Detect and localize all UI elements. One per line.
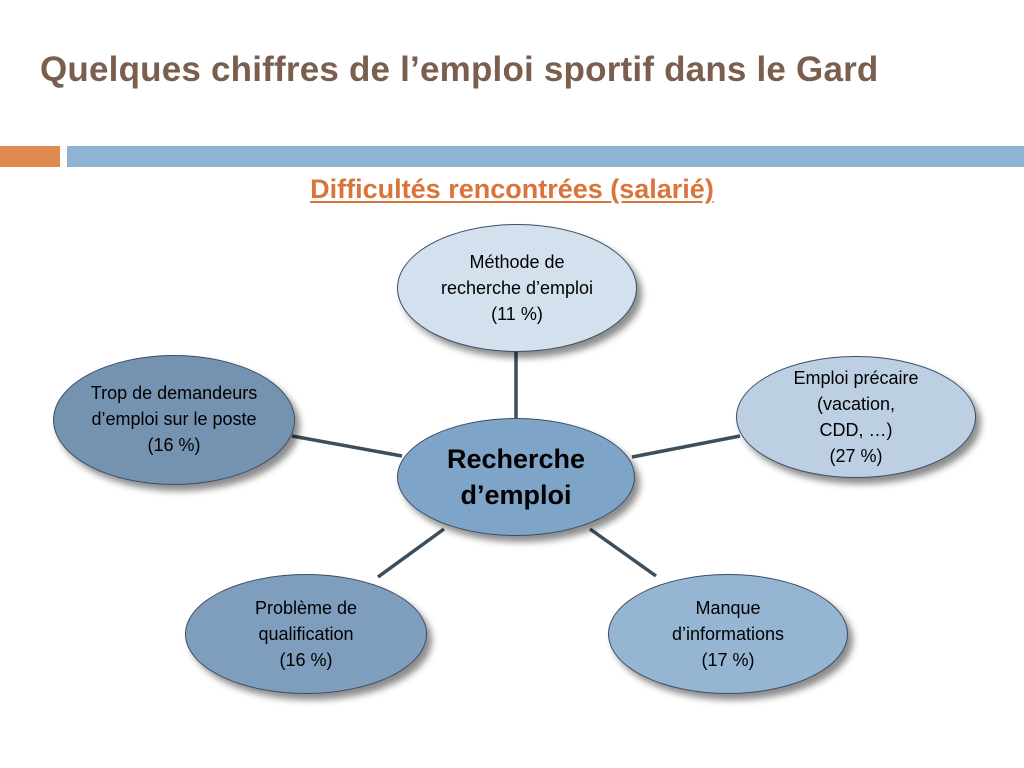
node-methode-recherche-label: Méthode de recherche d’emploi (11 %) [440, 252, 594, 324]
accent-bar-blue [67, 146, 1024, 167]
slide-subtitle: Difficultés rencontrées (salarié) [310, 174, 714, 204]
node-recherche-emploi: Recherche d’emploi [397, 418, 635, 536]
node-emploi-precaire-label: Emploi précaire (vacation, CDD, …) (27 %… [793, 368, 919, 466]
slide-title: Quelques chiffres de l’emploi sportif da… [40, 50, 879, 89]
connector-right [631, 434, 741, 459]
node-probleme-qualification-label: Problème de qualification (16 %) [254, 598, 358, 670]
node-manque-informations-label: Manque d’informations (17 %) [671, 598, 785, 670]
node-manque-informations: Manque d’informations (17 %) [608, 574, 848, 694]
connector-bottom-right [588, 527, 658, 578]
node-methode-recherche: Méthode de recherche d’emploi (11 %) [397, 224, 637, 352]
node-trop-demandeurs: Trop de demandeurs d’emploi sur le poste… [53, 355, 295, 485]
connector-bottom-left [376, 527, 446, 579]
node-probleme-qualification: Problème de qualification (16 %) [185, 574, 427, 694]
node-recherche-emploi-label: Recherche d’emploi [446, 444, 586, 510]
node-emploi-precaire: Emploi précaire (vacation, CDD, …) (27 %… [736, 356, 976, 478]
node-trop-demandeurs-label: Trop de demandeurs d’emploi sur le poste… [90, 383, 258, 455]
connector-left [291, 434, 403, 458]
accent-bar-orange [0, 146, 60, 167]
